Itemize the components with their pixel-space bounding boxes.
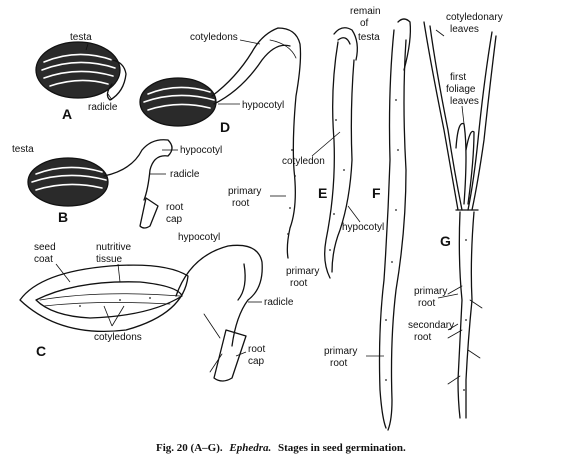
label-d-cotyledons: cotyledons bbox=[190, 32, 238, 43]
label-c-cotyledons: cotyledons bbox=[94, 332, 142, 343]
stage-g-seedling bbox=[423, 21, 497, 419]
label-e-of: of bbox=[360, 18, 369, 29]
label-c-cap: cap bbox=[248, 356, 265, 367]
label-e-primary: primary bbox=[286, 266, 319, 277]
stage-a-seed bbox=[35, 41, 127, 101]
label-c-coat: coat bbox=[34, 254, 53, 265]
label-g-cotyledonary: cotyledonary bbox=[446, 12, 503, 23]
label-c-hypocotyl: hypocotyl bbox=[178, 232, 220, 243]
caption-text: Stages in seed germination. bbox=[278, 442, 406, 454]
stage-b-root-cap bbox=[139, 197, 159, 229]
label-g-primary: primary bbox=[414, 286, 447, 297]
stage-c-root-cap bbox=[213, 329, 247, 382]
label-e-testa: testa bbox=[358, 32, 380, 43]
stippling bbox=[79, 99, 467, 391]
stage-letter-d: D bbox=[220, 119, 230, 135]
label-b-cap: cap bbox=[166, 214, 183, 225]
label-d-hypocotyl: hypocotyl bbox=[242, 100, 284, 111]
stage-e-hypocotyl bbox=[324, 41, 339, 279]
label-a-testa: testa bbox=[70, 32, 92, 43]
label-c-radicle: radicle bbox=[264, 297, 294, 308]
stage-e-testa-remain bbox=[333, 27, 358, 61]
label-c-nutritive: nutritive bbox=[96, 242, 131, 253]
stage-letter-e: E bbox=[318, 185, 327, 201]
stage-e-seedling bbox=[324, 27, 358, 279]
stage-g-cotyledonary-leaf-right bbox=[467, 31, 493, 211]
label-f-primary: primary bbox=[324, 346, 357, 357]
label-g-leaves: leaves bbox=[450, 24, 479, 35]
stage-letter-f: F bbox=[372, 185, 381, 201]
label-b-root: root bbox=[166, 202, 183, 213]
stage-g-primary-root bbox=[457, 211, 463, 419]
stage-g-secondary-root bbox=[447, 285, 463, 295]
stage-c-seedling bbox=[19, 244, 263, 382]
stage-f-hypocotyl bbox=[378, 29, 395, 429]
label-c-seed: seed bbox=[34, 242, 56, 253]
stage-letter-a: A bbox=[62, 106, 72, 122]
label-d-root: root bbox=[232, 198, 249, 209]
label-g-foliage: foliage bbox=[446, 84, 476, 95]
label-d-primary: primary bbox=[228, 186, 261, 197]
stage-g-cotyledonary-leaf-left bbox=[423, 21, 459, 211]
stage-d-seedling bbox=[139, 27, 302, 259]
label-a-radicle: radicle bbox=[88, 102, 118, 113]
stage-c-seed-coat bbox=[19, 264, 189, 333]
label-b-hypocotyl: hypocotyl bbox=[180, 145, 222, 156]
stage-f-seedling bbox=[378, 18, 412, 431]
stage-c-hypocotyl bbox=[175, 244, 263, 347]
label-g-secondary-root: root bbox=[414, 332, 431, 343]
label-g-first: first bbox=[450, 72, 466, 83]
label-e-remain: remain bbox=[350, 6, 381, 17]
label-b-testa: testa bbox=[12, 144, 34, 155]
label-g-foliage-leaves: leaves bbox=[450, 96, 479, 107]
stage-b-hypocotyl bbox=[103, 139, 173, 201]
figure-caption: Fig. 20 (A–G). Ephedra. Stages in seed g… bbox=[156, 442, 406, 454]
stage-g-first-foliage-leaves bbox=[455, 122, 467, 205]
label-c-root: root bbox=[248, 344, 265, 355]
caption-prefix: Fig. 20 (A–G). bbox=[156, 442, 223, 454]
label-c-tissue: tissue bbox=[96, 254, 123, 265]
stage-a-radicle bbox=[106, 59, 127, 101]
stage-b-seed bbox=[27, 139, 173, 229]
stage-f-cotyledons bbox=[397, 18, 412, 71]
stage-a-seed-body bbox=[35, 41, 121, 99]
stage-d-seed-body bbox=[139, 77, 217, 127]
caption-genus: Ephedra. bbox=[228, 442, 271, 454]
label-f-root: root bbox=[330, 358, 347, 369]
stage-d-hypocotyl bbox=[211, 27, 302, 259]
stage-letter-c: C bbox=[36, 343, 46, 359]
label-e-cotyledon: cotyledon bbox=[282, 156, 325, 167]
label-g-root: root bbox=[418, 298, 435, 309]
label-e-root: root bbox=[290, 278, 307, 289]
stage-letter-g: G bbox=[440, 233, 451, 249]
stage-b-seed-body bbox=[27, 157, 109, 207]
label-e-hypocotyl: hypocotyl bbox=[342, 222, 384, 233]
label-g-secondary: secondary bbox=[408, 320, 454, 331]
stage-letter-b: B bbox=[58, 209, 68, 225]
label-b-radicle: radicle bbox=[170, 169, 200, 180]
